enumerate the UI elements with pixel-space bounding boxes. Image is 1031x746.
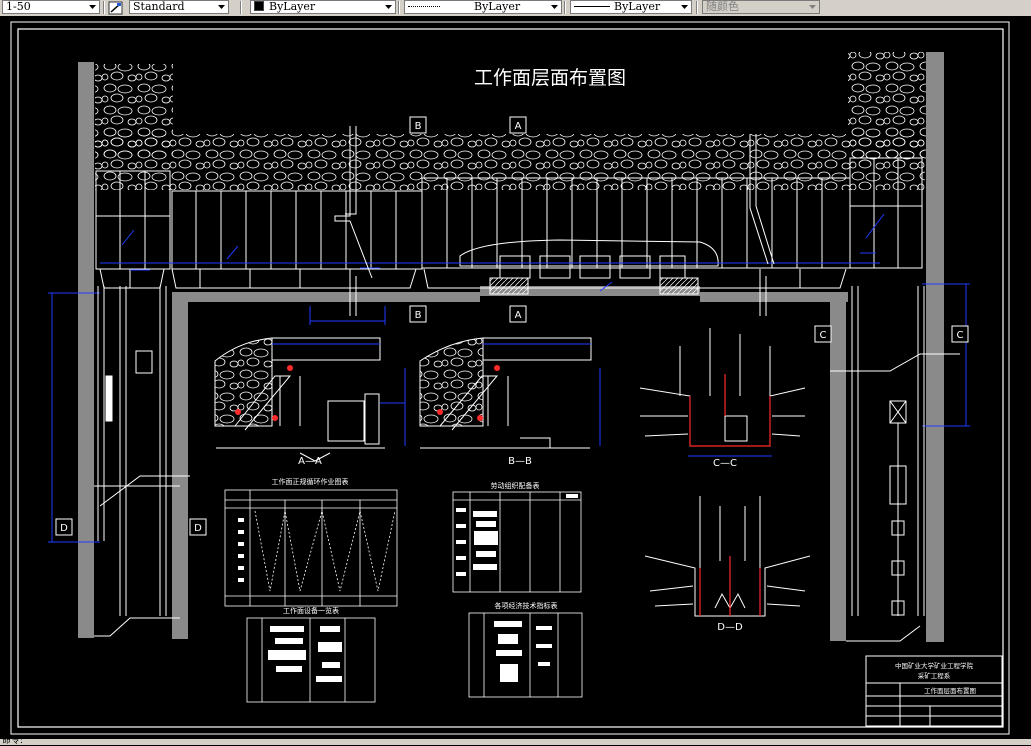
lineweight-combo[interactable]: ByLayer bbox=[570, 0, 692, 14]
section-cc-label: C—C bbox=[713, 458, 737, 469]
pipes bbox=[334, 126, 775, 316]
equipment-table-fill bbox=[268, 626, 342, 682]
section-dd-label: D—D bbox=[717, 622, 743, 633]
chevron-down-icon bbox=[681, 5, 688, 9]
plot-style-value: 随颜色 bbox=[706, 0, 739, 13]
section-marker-d-left: D bbox=[60, 523, 68, 534]
section-bb-red bbox=[437, 365, 500, 421]
right-wall bbox=[926, 52, 944, 642]
tech-table-title: 各项经济技术指标表 bbox=[495, 601, 558, 610]
section-bb-dims bbox=[483, 343, 601, 446]
right-inner-wall bbox=[830, 299, 846, 641]
section-bb bbox=[419, 337, 592, 449]
status-bar: 命令: bbox=[0, 736, 1031, 746]
section-aa-label: A—A bbox=[298, 456, 322, 467]
right-roadway-detail bbox=[830, 286, 960, 642]
cycle-chart bbox=[224, 489, 398, 607]
left-inner-wall bbox=[172, 299, 188, 639]
inner-frame bbox=[17, 28, 1004, 728]
section-dd-red bbox=[699, 556, 761, 616]
cad-drawing: 工作面层面布置图 bbox=[10, 21, 1010, 735]
section-marker-a-top: A bbox=[515, 121, 522, 132]
hydraulic-supports bbox=[95, 157, 923, 289]
section-aa bbox=[214, 337, 385, 462]
section-cc bbox=[639, 328, 806, 447]
layer-value: ByLayer bbox=[269, 0, 316, 13]
equipment-table bbox=[246, 617, 376, 703]
properties-toolbar: 1-50 Standard ByLayer ByLayer ByLayer 随颜… bbox=[0, 0, 1031, 17]
lineweight-value: ByLayer bbox=[614, 0, 661, 13]
outer-frame bbox=[10, 21, 1010, 735]
section-markers bbox=[55, 116, 969, 536]
section-marker-a-bottom: A bbox=[515, 310, 522, 321]
left-roadway-detail bbox=[94, 286, 190, 637]
title-block bbox=[865, 655, 1003, 727]
toolbar-separator bbox=[103, 1, 105, 14]
section-bb-label: B—B bbox=[508, 456, 532, 467]
section-dd bbox=[644, 496, 811, 617]
plot-style-combo: 随颜色 bbox=[702, 0, 820, 14]
equipment-table-title: 工作面设备一览表 bbox=[283, 606, 339, 615]
scale-value: 1-50 bbox=[6, 0, 31, 13]
pillar-hatch-1 bbox=[489, 277, 529, 295]
cycle-chart-title: 工作面正规循环作业图表 bbox=[272, 477, 349, 486]
text-style-icon[interactable] bbox=[108, 0, 124, 15]
chevron-down-icon bbox=[551, 5, 558, 9]
section-marker-b-bottom: B bbox=[415, 310, 422, 321]
title-block-drawing-name: 工作面层面布置图 bbox=[924, 686, 976, 695]
chevron-down-icon bbox=[809, 5, 816, 9]
text-style-value: Standard bbox=[133, 0, 185, 13]
toolbar-separator bbox=[240, 1, 242, 14]
linetype-value: ByLayer bbox=[474, 0, 521, 13]
color-swatch-icon bbox=[254, 1, 264, 11]
chevron-down-icon bbox=[385, 5, 392, 9]
chevron-down-icon bbox=[89, 5, 96, 9]
section-marker-c-left: C bbox=[820, 330, 827, 341]
tech-table-fill bbox=[494, 621, 552, 682]
section-cc-red bbox=[689, 374, 771, 447]
toolbar-separator bbox=[564, 1, 566, 14]
chevron-down-icon bbox=[218, 5, 225, 9]
pillar-hatch-2 bbox=[659, 277, 699, 295]
drawing-title: 工作面层面布置图 bbox=[474, 67, 626, 89]
blue-annotations bbox=[48, 213, 970, 543]
labor-table bbox=[452, 491, 582, 593]
linetype-preview-icon bbox=[408, 6, 440, 7]
labor-table-title: 劳动组织配备表 bbox=[491, 481, 540, 490]
title-block-dept: 采矿工程系 bbox=[918, 671, 951, 680]
drawing-canvas[interactable]: 工作面层面布置图 bbox=[0, 16, 1031, 739]
section-marker-d-right: D bbox=[194, 523, 202, 534]
layer-combo[interactable]: ByLayer bbox=[250, 0, 396, 14]
linetype-combo[interactable]: ByLayer bbox=[404, 0, 562, 14]
command-prompt: 命令: bbox=[2, 736, 24, 746]
title-block-school: 中国矿业大学矿业工程学院 bbox=[895, 661, 974, 670]
text-style-combo[interactable]: Standard bbox=[129, 0, 229, 14]
section-marker-b-top: B bbox=[415, 121, 422, 132]
section-aa-red bbox=[235, 365, 293, 421]
tech-table bbox=[468, 612, 583, 698]
lineweight-preview-icon bbox=[574, 6, 610, 7]
toolbar-separator bbox=[696, 1, 698, 14]
section-aa-dims bbox=[272, 343, 406, 446]
section-marker-c-right: C bbox=[957, 330, 964, 341]
toolbar-separator bbox=[398, 1, 400, 14]
scale-combo[interactable]: 1-50 bbox=[2, 0, 100, 14]
roof-rock bbox=[95, 134, 925, 190]
left-wall bbox=[78, 62, 94, 638]
labor-table-fill bbox=[456, 494, 578, 576]
cycle-chart-marks bbox=[238, 518, 244, 582]
